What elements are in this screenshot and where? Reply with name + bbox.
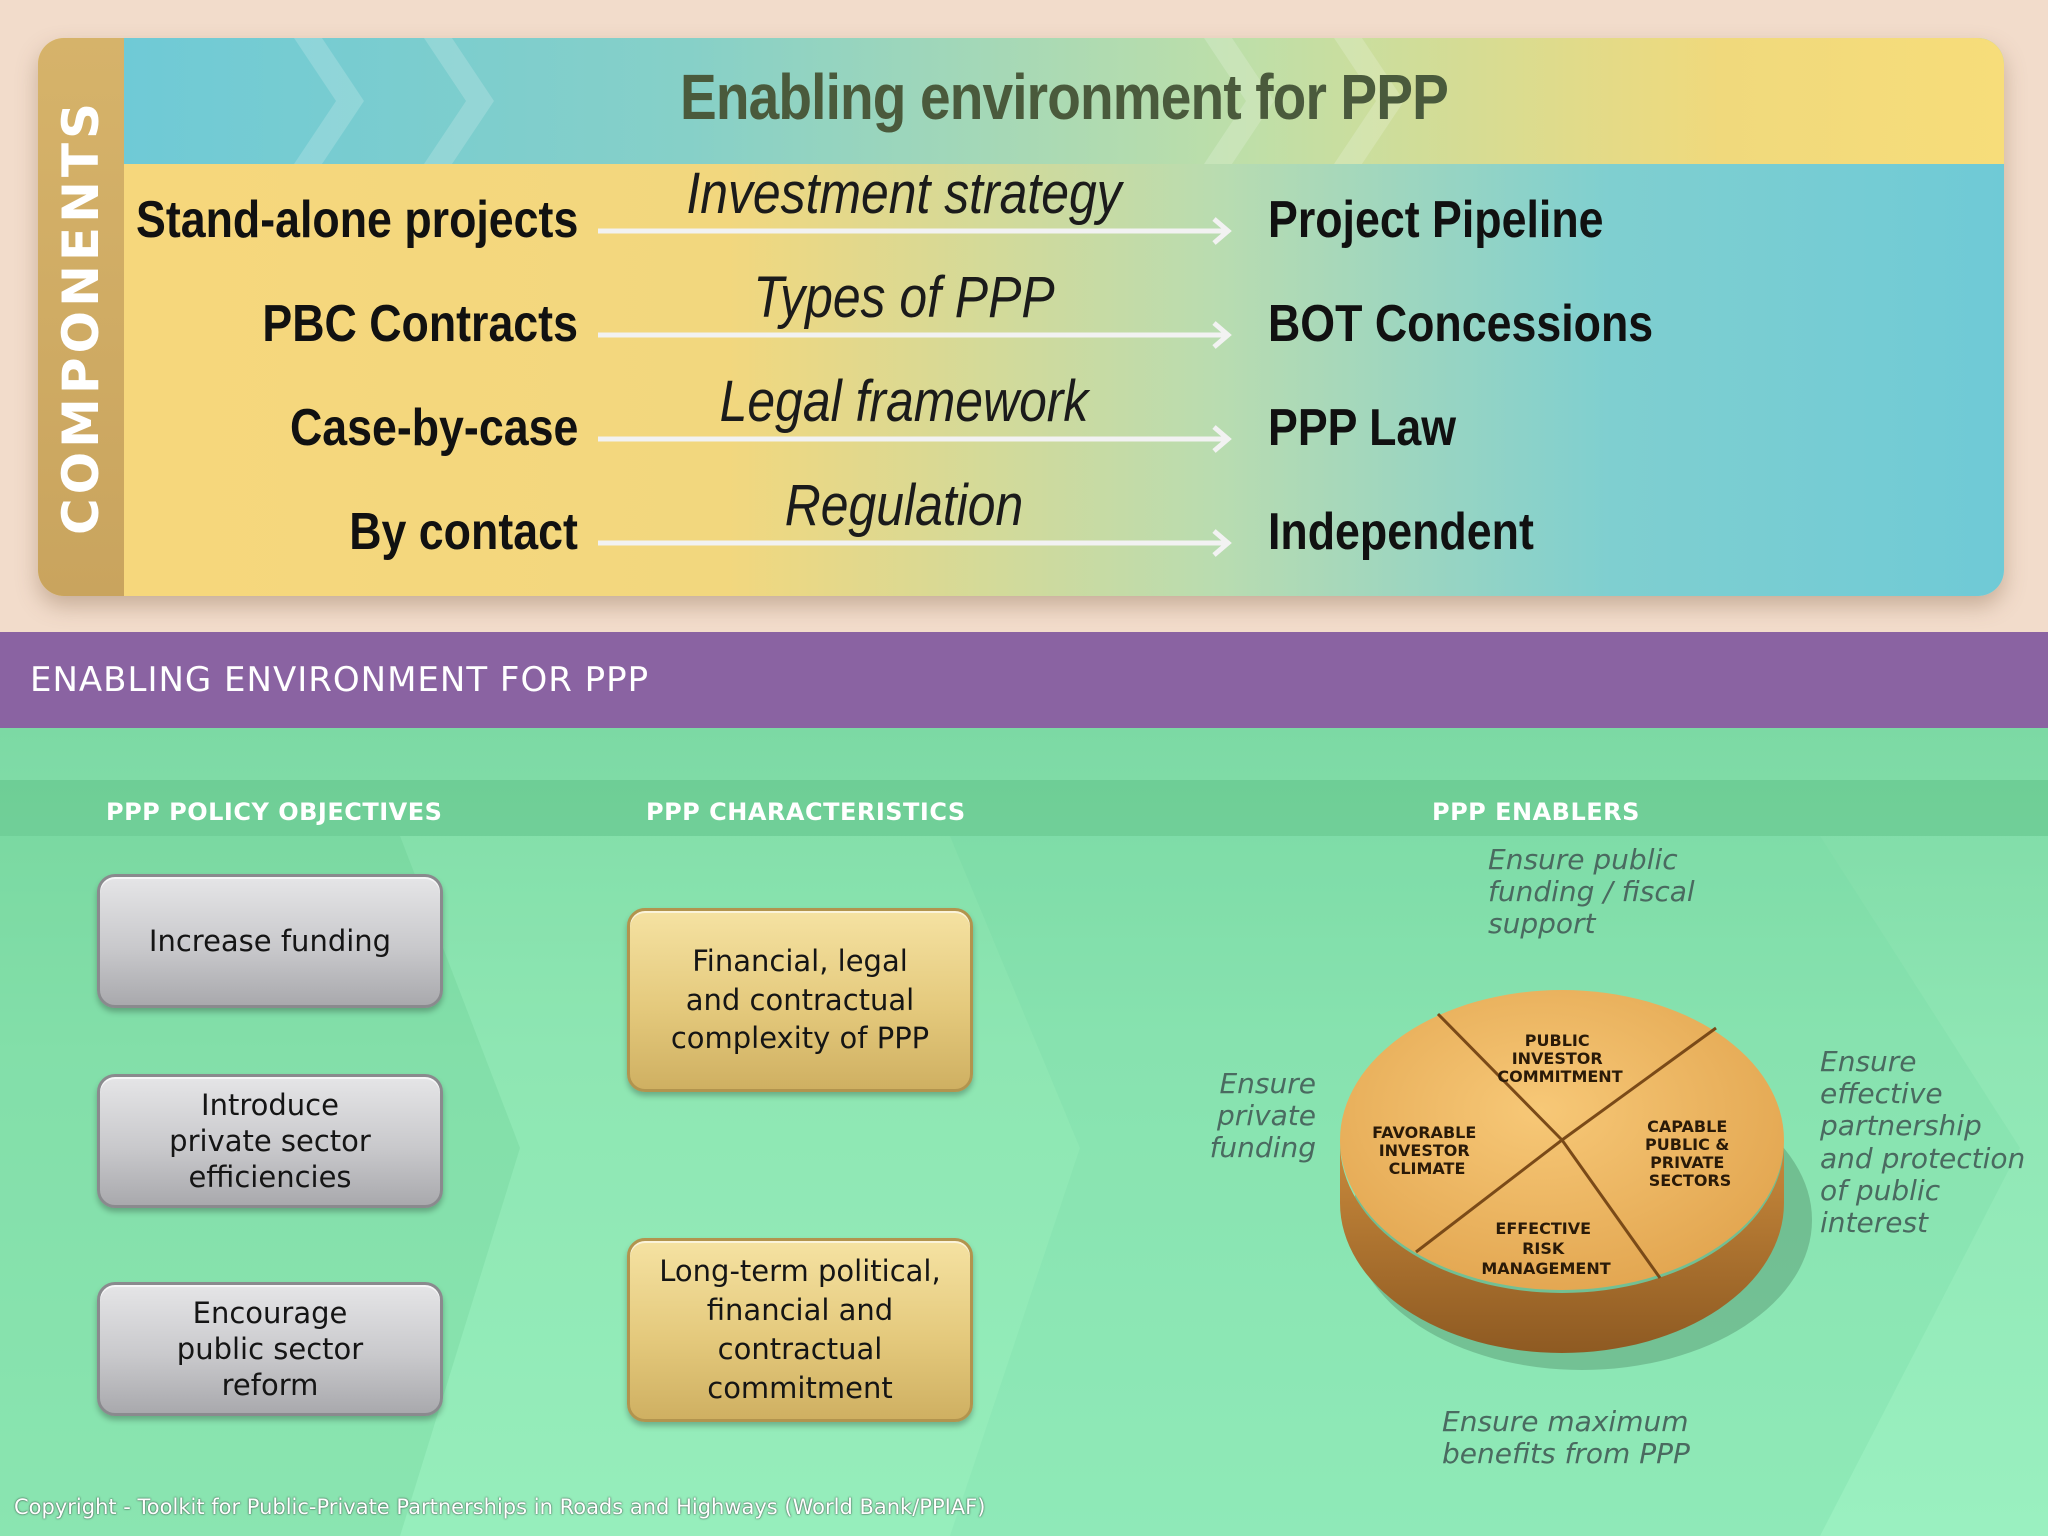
arrow-right-icon xyxy=(598,217,1232,245)
top-header: Enabling environment for PPP xyxy=(124,38,2004,164)
components-side-bar: COMPONENTS xyxy=(38,38,124,596)
enablers-pie: PUBLIC INVESTOR COMMITMENT FAVORABLE INV… xyxy=(1340,990,1812,1370)
column-heading-strip xyxy=(0,780,2048,836)
objective-box: Encourage public sector reform xyxy=(97,1282,443,1416)
component-row: Case-by-case Legal framework PPP Law xyxy=(124,369,2004,476)
row-left-label: PBC Contracts xyxy=(262,295,578,353)
component-row: Stand-alone projects Investment strategy… xyxy=(124,161,2004,268)
banner-title: ENABLING ENVIRONMENT FOR PPP xyxy=(30,660,650,700)
row-left-label: By contact xyxy=(349,503,578,561)
objective-box: Introduce private sector efficiencies xyxy=(97,1074,443,1208)
pie-side xyxy=(1340,1143,1784,1353)
characteristic-box: Long-term political, financial and contr… xyxy=(627,1238,973,1422)
top-title: Enabling environment for PPP xyxy=(680,61,1449,133)
components-panel: COMPONENTS Enabling environment for PPP … xyxy=(38,38,2004,596)
segment-public-investor: PUBLIC INVESTOR COMMITMENT xyxy=(1497,1031,1622,1086)
row-middle-label: Regulation xyxy=(784,473,1024,538)
row-right-label: BOT Concessions xyxy=(1268,295,1654,353)
row-left-label: Case-by-case xyxy=(289,399,578,457)
row-middle-label: Legal framework xyxy=(719,369,1089,434)
row-right-label: PPP Law xyxy=(1268,399,1457,457)
annotation-private-funding: Ensure private funding xyxy=(1209,1067,1316,1165)
objective-box: Increase funding xyxy=(97,874,443,1008)
annotation-partnership: Ensure effective partnership and protect… xyxy=(1820,1045,2026,1239)
heading-enablers: PPP ENABLERS xyxy=(1432,798,1640,826)
component-row: By contact Regulation Independent xyxy=(124,473,2004,580)
annotation-maximum-benefits: Ensure maximum benefits from PPP xyxy=(1442,1405,1690,1471)
components-label: COMPONENTS xyxy=(52,98,110,536)
characteristic-box: Financial, legal and contractual complex… xyxy=(627,908,973,1092)
row-right-label: Project Pipeline xyxy=(1268,191,1604,249)
heading-policy-objectives: PPP POLICY OBJECTIVES xyxy=(106,798,443,826)
arrow-right-icon xyxy=(598,425,1232,453)
section-banner: ENABLING ENVIRONMENT FOR PPP xyxy=(0,632,2048,728)
segment-favorable-investor: FAVORABLE INVESTOR CLIMATE xyxy=(1372,1123,1482,1178)
row-right-label: Independent xyxy=(1268,503,1534,561)
enabling-environment-diagram: PPP POLICY OBJECTIVES PPP CHARACTERISTIC… xyxy=(0,728,2048,1536)
component-rows: Stand-alone projects Investment strategy… xyxy=(124,161,2004,596)
copyright-notice: Copyright - Toolkit for Public-Private P… xyxy=(14,1495,986,1519)
arrow-right-icon xyxy=(598,321,1232,349)
heading-characteristics: PPP CHARACTERISTICS xyxy=(646,798,966,826)
segment-risk-management: EFFECTIVE RISK MANAGEMENT xyxy=(1481,1219,1610,1278)
arrow-right-icon xyxy=(598,529,1232,557)
row-middle-label: Types of PPP xyxy=(753,265,1055,330)
segment-capable-sectors: CAPABLE PUBLIC & PRIVATE SECTORS xyxy=(1645,1117,1735,1190)
pie-top-segments xyxy=(1340,990,1784,1290)
annotation-public-funding: Ensure public funding / fiscal support xyxy=(1488,843,1695,941)
row-left-label: Stand-alone projects xyxy=(135,191,578,249)
row-middle-label: Investment strategy xyxy=(686,161,1122,226)
component-row: PBC Contracts Types of PPP BOT Concessio… xyxy=(124,265,2004,372)
